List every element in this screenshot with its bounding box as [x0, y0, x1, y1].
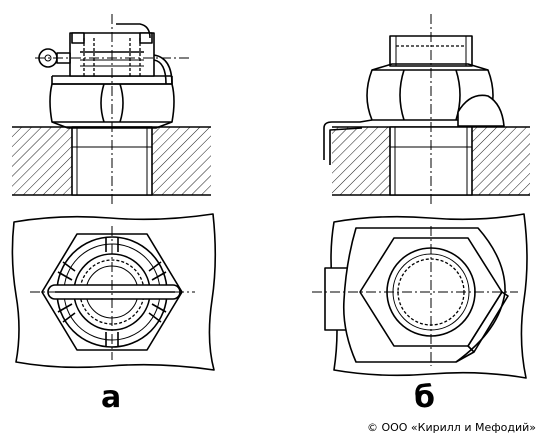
cotter-pin-leg-a	[153, 54, 173, 85]
plate-outline-a	[11, 213, 217, 371]
figure-a-top-view	[11, 213, 217, 371]
figure-b-top-view	[312, 213, 528, 379]
copyright-notice: © ООО «Кирилл и Мефодий»	[366, 421, 536, 434]
lock-washer-leg-b	[323, 119, 373, 160]
figure-label-b: б	[414, 380, 435, 415]
figure-a-side-view	[12, 14, 211, 205]
figure-b-side-view	[323, 14, 530, 205]
figure-label-a: а	[101, 380, 122, 415]
lock-washer-tab-b	[457, 94, 505, 127]
